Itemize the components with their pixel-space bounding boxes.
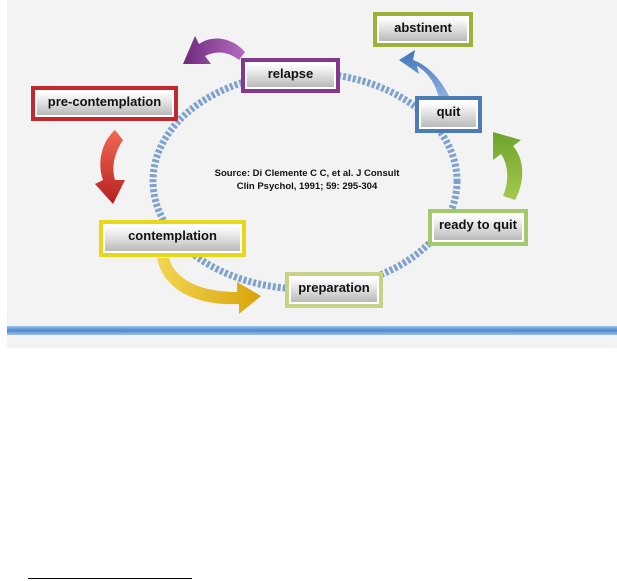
source-citation: Source: Di Clemente C C, et al. J Consul… bbox=[197, 167, 417, 193]
ready-to-quit-arrow-icon bbox=[493, 132, 523, 200]
stage-contemplation: contemplation bbox=[99, 220, 246, 257]
footer-band bbox=[7, 326, 617, 335]
source-line-1: Source: Di Clemente C C, et al. J Consul… bbox=[214, 168, 400, 179]
source-line-2: Clin Psychol, 1991; 59: 295-304 bbox=[236, 181, 378, 192]
stage-quit-label: quit bbox=[421, 102, 476, 127]
pre-contemplation-arrow-icon bbox=[95, 130, 125, 204]
stage-abstinent-label: abstinent bbox=[379, 18, 467, 41]
stage-ready-to-quit-label: ready to quit bbox=[434, 215, 522, 240]
stage-pre-contemplation: pre-contemplation bbox=[31, 86, 178, 121]
stage-preparation: preparation bbox=[285, 272, 383, 308]
quit-arrow-icon bbox=[399, 50, 449, 98]
stage-pre-contemplation-label: pre-contemplation bbox=[37, 92, 172, 115]
contemplation-arrow-icon bbox=[157, 258, 261, 314]
stage-contemplation-label: contemplation bbox=[105, 226, 240, 251]
stage-abstinent: abstinent bbox=[373, 12, 473, 47]
stage-relapse: relapse bbox=[241, 58, 340, 93]
stage-ready-to-quit: ready to quit bbox=[428, 209, 528, 246]
relapse-arrow-icon bbox=[183, 36, 245, 64]
stage-quit: quit bbox=[415, 96, 482, 133]
stage-relapse-label: relapse bbox=[247, 64, 334, 87]
stage-preparation-label: preparation bbox=[291, 278, 377, 302]
slide-panel: relapse pre-contemplation contemplation … bbox=[7, 0, 617, 348]
footnote-rule bbox=[28, 578, 192, 579]
